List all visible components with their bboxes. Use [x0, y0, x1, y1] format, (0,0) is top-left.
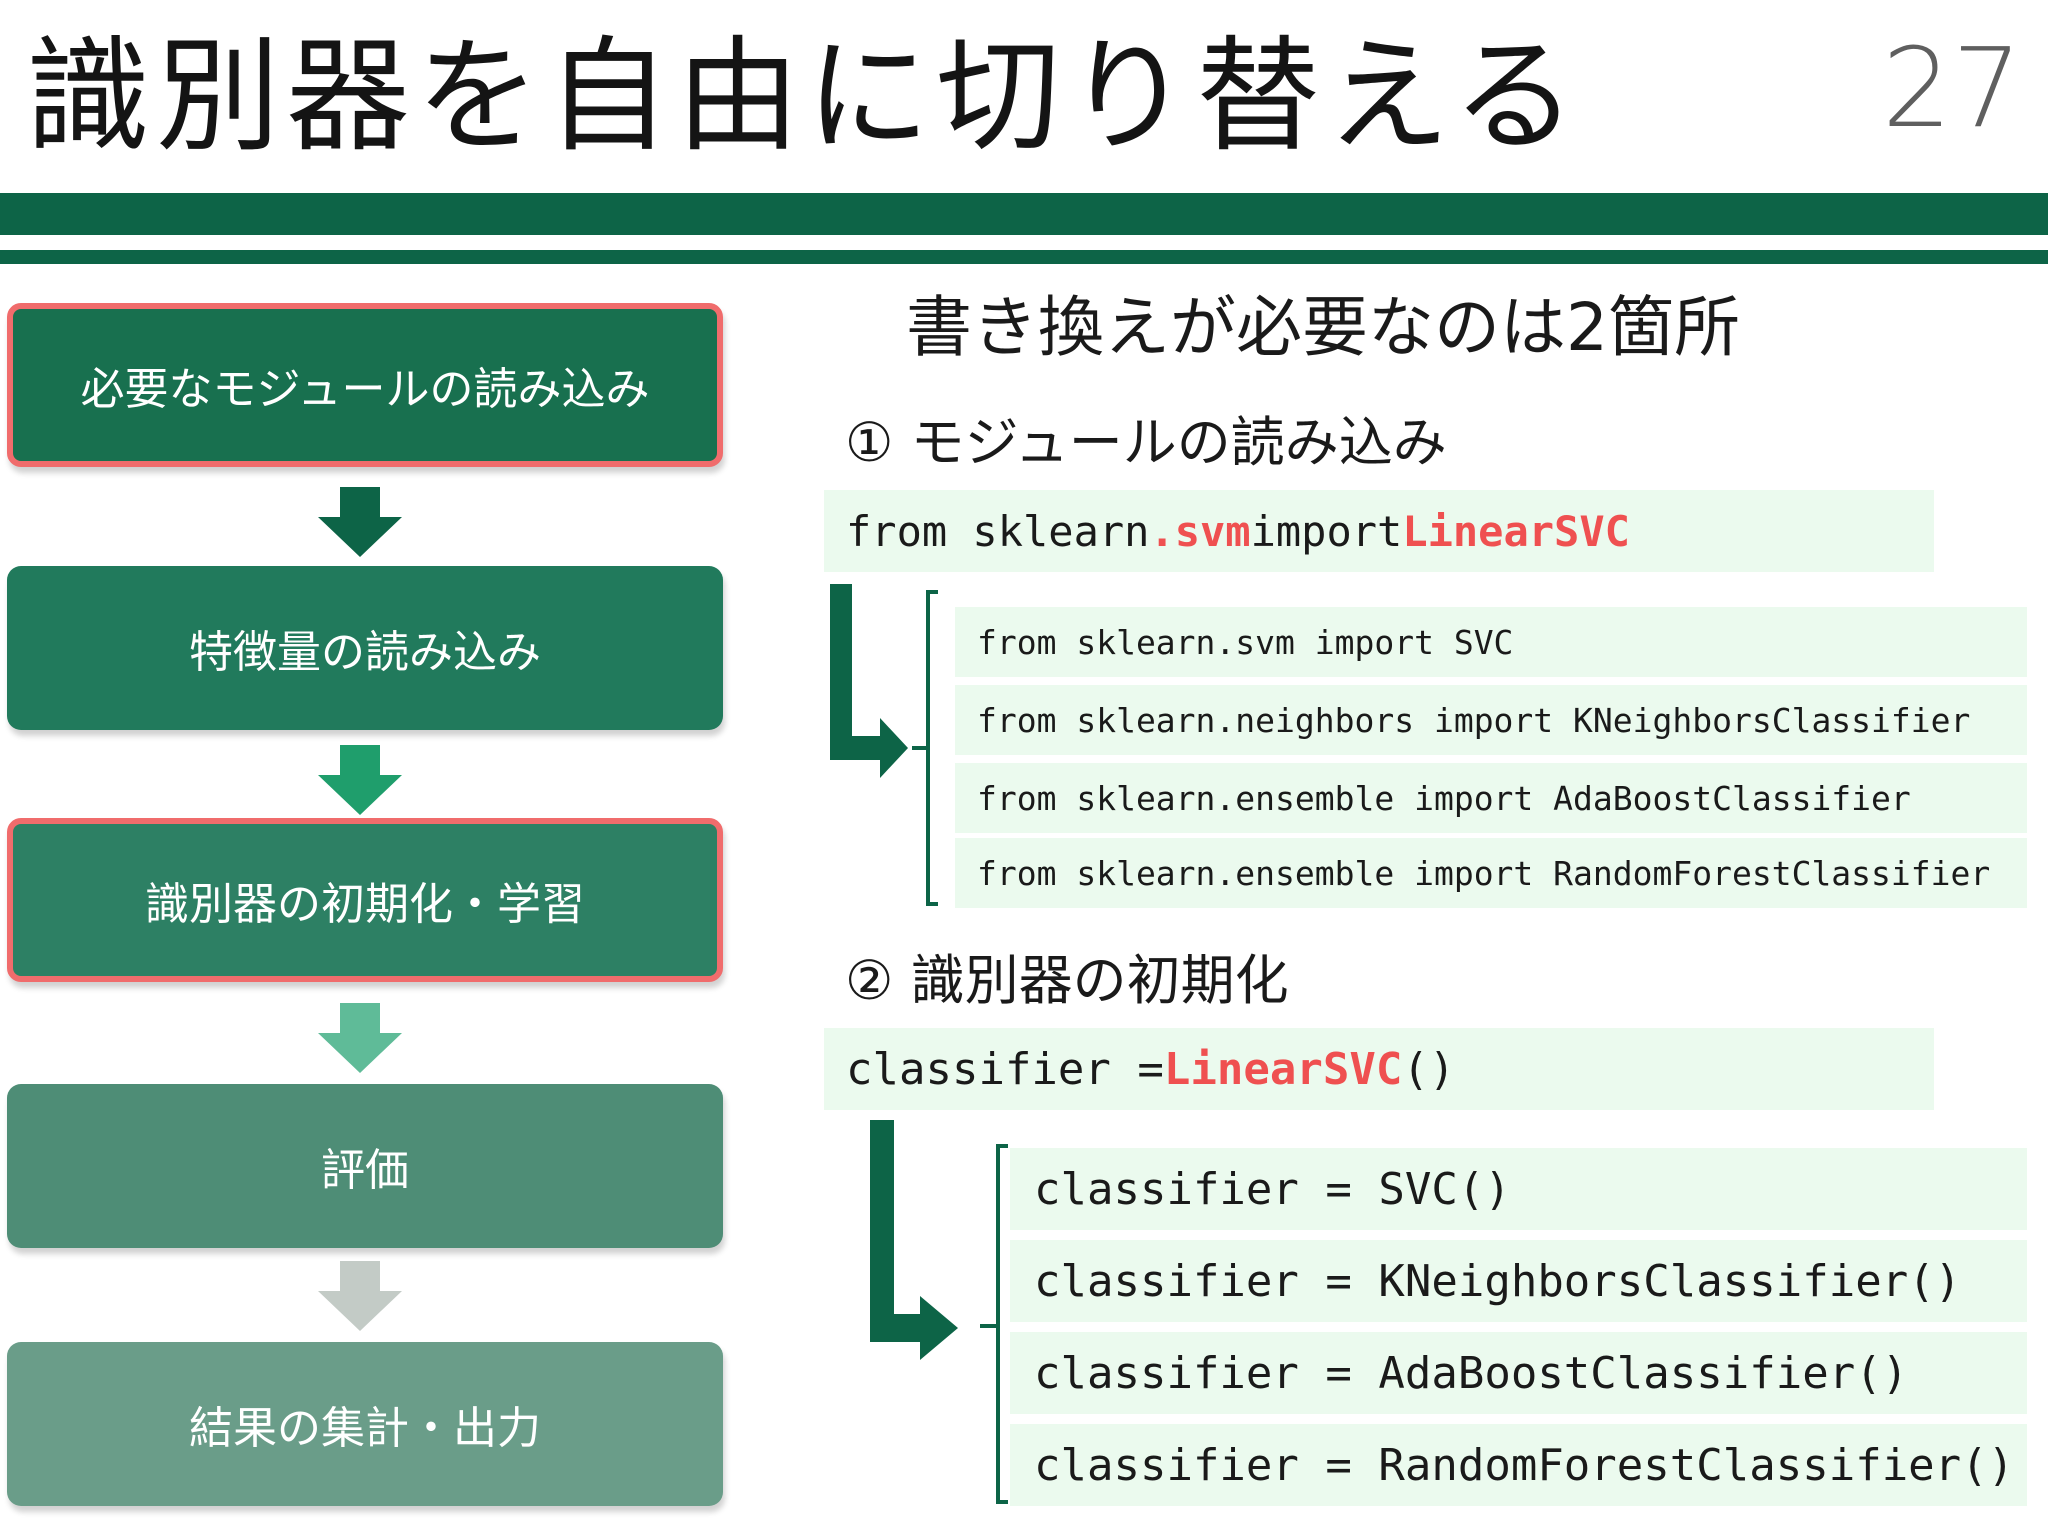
code-text: from sklearn.ensemble import AdaBoostCla… [977, 778, 1911, 818]
code-highlight: LinearSVC [1402, 506, 1630, 556]
flow-step-label: 特徴量の読み込み [189, 627, 541, 678]
slide-title: 識別器を自由に切り替える [26, 25, 1583, 169]
flow-arrow-down-icon [318, 745, 402, 815]
code-alt-row: from sklearn.svm import SVC [955, 607, 2027, 677]
page-number: 27 [1882, 24, 2022, 152]
code-alt-row: from sklearn.ensemble import AdaBoostCla… [955, 763, 2027, 833]
code-text: classifier = [846, 1043, 1164, 1095]
code-text: from sklearn.ensemble import RandomFores… [977, 853, 1991, 893]
flow-step-load-modules: 必要なモジュールの読み込み [7, 303, 723, 467]
bracket-icon [912, 590, 938, 906]
subtitle: 書き換えが必要なのは2箇所 [906, 289, 1740, 366]
flow-step-label: 識別器の初期化・学習 [145, 879, 585, 930]
code-text: from sklearn [846, 506, 1150, 556]
flow-step-evaluate: 評価 [7, 1084, 723, 1248]
section1-heading: ① モジュールの読み込み [845, 411, 1447, 474]
code-text: import [1250, 506, 1403, 556]
code-alt-row: from sklearn.neighbors import KNeighbors… [955, 685, 2027, 755]
code-highlight: LinearSVC [1163, 1043, 1403, 1095]
header-band [0, 193, 2048, 235]
code-text: from sklearn.svm import SVC [977, 622, 1514, 662]
flow-step-label: 必要なモジュールの読み込み [80, 364, 650, 415]
flow-step-label: 結果の集計・出力 [189, 1403, 541, 1454]
flow-step-init-train: 識別器の初期化・学習 [7, 818, 723, 982]
code-alt-row: classifier = AdaBoostClassifier() [1010, 1332, 2027, 1414]
replace-arrow-icon [830, 584, 908, 778]
section1-main-code: from sklearn.svm import LinearSVC [824, 490, 1934, 572]
code-text: from sklearn.neighbors import KNeighbors… [977, 700, 1971, 740]
code-alt-row: from sklearn.ensemble import RandomFores… [955, 838, 2027, 908]
header-rule [0, 250, 2048, 264]
bracket-icon [980, 1144, 1008, 1504]
section2-main-code: classifier = LinearSVC() [824, 1028, 1934, 1110]
flow-arrow-down-icon [318, 1261, 402, 1331]
code-text: classifier = KNeighborsClassifier() [1034, 1255, 1962, 1307]
code-alt-row: classifier = RandomForestClassifier() [1010, 1424, 2027, 1506]
flow-step-label: 評価 [321, 1145, 409, 1196]
code-alt-row: classifier = KNeighborsClassifier() [1010, 1240, 2027, 1322]
flow-step-load-features: 特徴量の読み込み [7, 566, 723, 730]
flow-arrow-down-icon [318, 487, 402, 557]
replace-arrow-icon [870, 1120, 958, 1360]
code-text: () [1402, 1043, 1456, 1095]
code-text: classifier = AdaBoostClassifier() [1034, 1347, 1909, 1399]
code-text: classifier = RandomForestClassifier() [1034, 1439, 2015, 1491]
flow-arrow-down-icon [318, 1003, 402, 1073]
code-alt-row: classifier = SVC() [1010, 1148, 2027, 1230]
code-highlight: .svm [1149, 506, 1251, 556]
flow-step-aggregate-output: 結果の集計・出力 [7, 1342, 723, 1506]
code-text: classifier = SVC() [1034, 1163, 1511, 1215]
section2-heading: ② 識別器の初期化 [845, 949, 1289, 1012]
